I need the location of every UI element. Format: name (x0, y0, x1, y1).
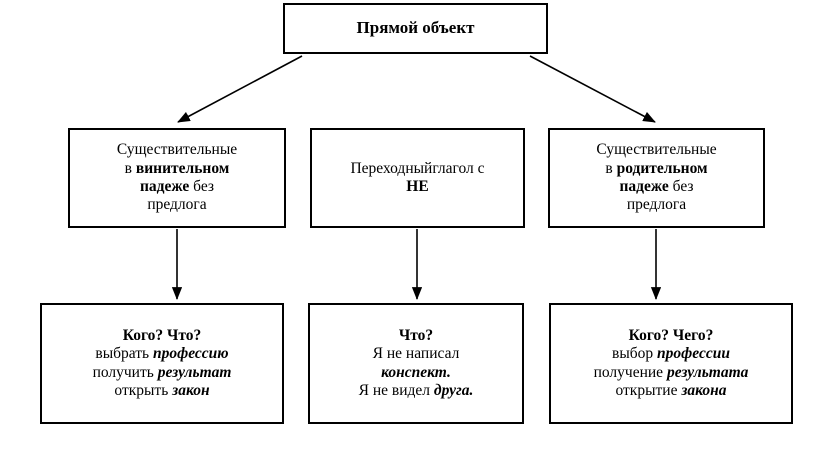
node-line: падеже без (140, 178, 214, 196)
text-bold-italic: результата (666, 363, 749, 381)
text-plain: получение (593, 363, 667, 381)
node-accusative-examples: Кого? Что? выбрать профессию получить ре… (40, 303, 284, 424)
node-line: Я не видел друга. (359, 382, 474, 400)
node-transitive-verb-with-ne: Переходныйглагол с НЕ (310, 128, 525, 228)
text-plain: Переходныйглагол с (350, 159, 485, 177)
node-line: НЕ (406, 178, 428, 196)
node-line: падеже без (619, 178, 693, 196)
node-line: в родительном (605, 160, 707, 178)
node-genitive-examples: Кого? Чего? выбор профессии получение ре… (549, 303, 793, 424)
text-plain: в (605, 159, 617, 177)
text-bold: НЕ (406, 178, 429, 195)
text-bold: падеже (619, 178, 669, 195)
node-line: открытие закона (615, 382, 726, 400)
node-accusative-case: Существительные в винительном падеже без… (68, 128, 286, 228)
node-heading: Что? (398, 326, 434, 344)
node-line: предлога (627, 196, 686, 214)
node-line: конспект. (381, 364, 451, 382)
node-line: Существительные (117, 141, 237, 159)
edge-root-to-genitive (529, 55, 656, 123)
text-bold-italic: результат (157, 363, 232, 381)
text-plain: без (189, 178, 215, 195)
text-bold-italic: конспект. (381, 363, 451, 381)
text-bold-italic: профессии (657, 345, 730, 363)
node-line: предлога (147, 196, 206, 214)
text-plain: без (668, 178, 694, 195)
node-heading: Кого? Чего? (628, 326, 714, 344)
node-line: Переходныйглагол с (350, 160, 484, 178)
text-plain: Существительные (596, 141, 717, 159)
node-line: открыть закон (114, 382, 209, 400)
text-bold-italic: закона (681, 381, 727, 399)
node-line: Я не написал (373, 345, 460, 363)
text-plain: открыть (114, 381, 173, 399)
text-plain: выбрать (95, 345, 153, 363)
text-plain: Я не написал (372, 345, 460, 363)
text-plain: предлога (147, 196, 207, 214)
node-line: получение результата (594, 364, 749, 382)
node-root-label: Прямой объект (356, 18, 475, 38)
node-line: в винительном (125, 160, 230, 178)
node-line: выбрать профессию (95, 345, 228, 363)
text-plain: получить (92, 363, 158, 381)
text-plain: Я не видел (358, 381, 434, 399)
text-bold: падеже (139, 178, 190, 195)
text-bold-italic: закон (172, 381, 210, 399)
text-bold-italic: друга. (433, 381, 474, 399)
text-bold: винительном (135, 159, 230, 177)
node-genitive-case: Существительные в родительном падеже без… (548, 128, 765, 228)
node-line: получить результат (93, 364, 232, 382)
edge-root-to-accusative (177, 55, 303, 123)
node-heading: Кого? Что? (122, 326, 202, 344)
text-bold-italic: профессию (152, 345, 229, 363)
text-bold: родительном (616, 159, 708, 177)
text-plain: в (124, 159, 136, 177)
text-plain: Существительные (116, 141, 238, 159)
node-negated-verb-examples: Что? Я не написал конспект. Я не видел д… (308, 303, 524, 424)
node-root: Прямой объект (283, 3, 548, 54)
node-line: выбор профессии (612, 345, 730, 363)
text-plain: выбор (612, 345, 658, 363)
node-line: Существительные (596, 141, 716, 159)
text-plain: предлога (626, 196, 687, 214)
text-plain: открытие (615, 381, 682, 399)
